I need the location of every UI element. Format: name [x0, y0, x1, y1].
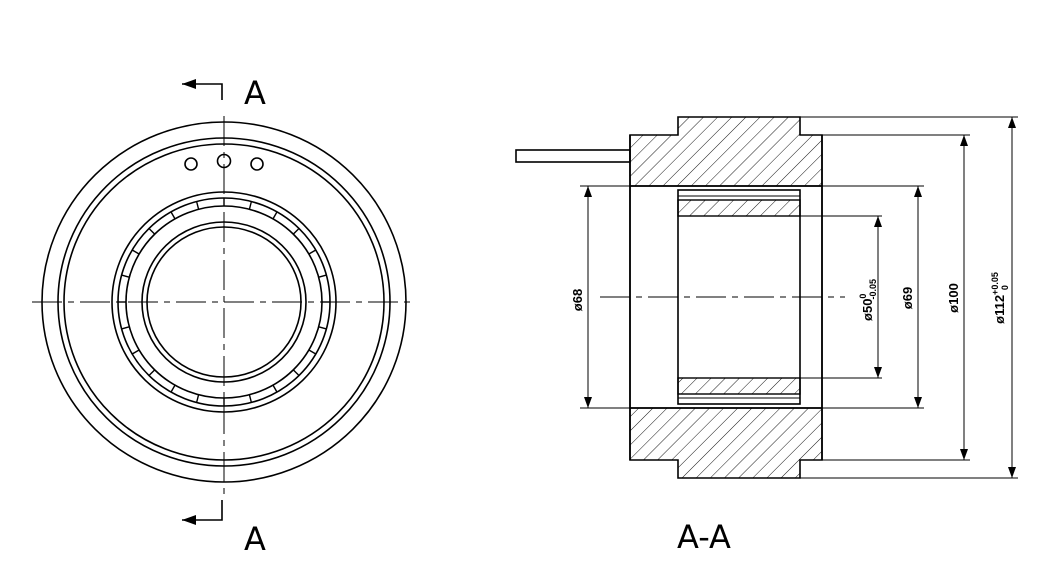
dim-d50: ø500-0.05	[800, 215, 882, 379]
dim-d68: ø68	[570, 185, 630, 409]
winding-slot-tick	[318, 274, 327, 278]
winding-slot-tick	[195, 394, 200, 403]
dim-d69: ø69	[822, 185, 924, 409]
dim-d112: ø112+0.050	[800, 116, 1018, 479]
lead-hole-right	[250, 157, 264, 171]
winding-slot-tick	[248, 394, 253, 403]
section-view: ø68 ø500-0.05 ø69 ø100	[515, 116, 1018, 556]
dim-d100: ø100	[822, 134, 970, 461]
lead-wire	[515, 149, 631, 163]
housing-lower-section	[629, 407, 823, 479]
winding-slot-tick	[121, 326, 130, 330]
winding-slot-tick	[131, 349, 140, 355]
winding-slot-tick	[292, 228, 300, 235]
winding-slot-tick	[272, 211, 278, 220]
lead-hole-left	[184, 157, 198, 171]
winding-slot-tick	[195, 201, 200, 210]
winding-slot-tick	[131, 249, 140, 255]
section-arrow-bottom	[182, 500, 223, 525]
winding-slot-tick	[148, 369, 156, 376]
dim-d68-label: ø68	[570, 289, 585, 311]
rotor-band-lower	[677, 377, 801, 395]
winding-slot-tick	[308, 349, 317, 355]
section-arrow-top	[182, 79, 223, 100]
front-view: A A	[32, 74, 412, 558]
section-label-top: A	[244, 74, 266, 112]
winding-slot-tick	[121, 274, 130, 278]
section-title: A-A	[677, 518, 731, 556]
winding-slot-tick	[148, 228, 156, 235]
housing-upper-section	[629, 116, 823, 187]
section-label-bottom: A	[244, 520, 266, 558]
winding-slot-tick	[248, 201, 253, 210]
winding-slots	[118, 198, 330, 406]
rotor-band-upper	[677, 199, 801, 217]
dim-d69-label: ø69	[900, 287, 915, 309]
dim-d100-label: ø100	[946, 283, 961, 313]
winding-slot-tick	[170, 211, 176, 220]
dim-d112-label: ø112+0.050	[990, 272, 1010, 324]
dim-d50-label: ø500-0.05	[858, 279, 878, 321]
winding-slot-tick	[308, 249, 317, 255]
winding-slot-tick	[292, 369, 300, 376]
winding-slot-tick	[272, 384, 278, 393]
winding-slot-tick	[318, 326, 327, 330]
winding-slot-tick	[170, 384, 176, 393]
